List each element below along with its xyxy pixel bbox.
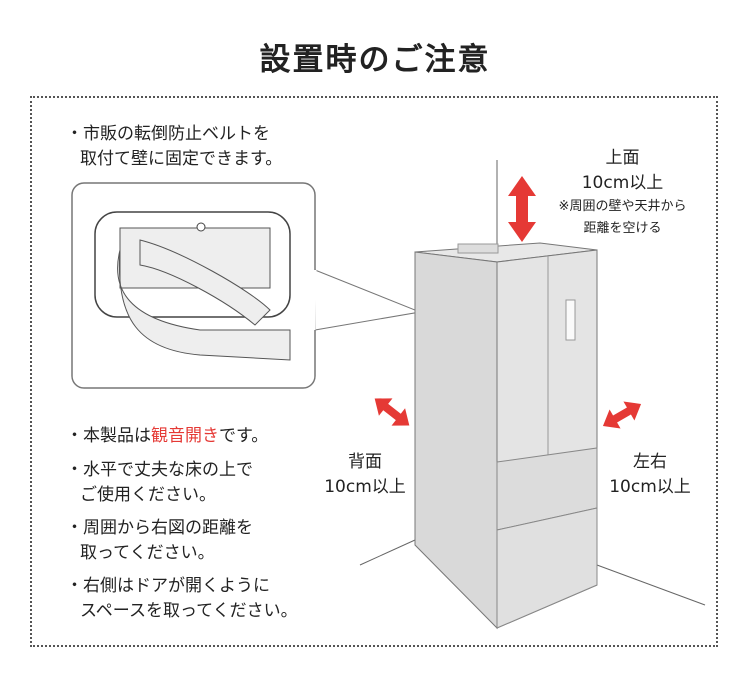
note-belt-line2: 取付て壁に固定できます。 bbox=[80, 149, 283, 169]
note-floor-line1: ・水平で丈夫な床の上で bbox=[66, 460, 253, 480]
clearance-top-note1: ※周囲の壁や天井から bbox=[558, 199, 687, 214]
fridge-side bbox=[414, 251, 498, 630]
clearance-sides-label: 左右 bbox=[633, 452, 667, 472]
note-door: ・本製品は観音開きです。 bbox=[66, 424, 268, 449]
floor-line-right bbox=[596, 564, 706, 606]
note-floor: ・水平で丈夫な床の上で ご使用ください。 bbox=[66, 458, 253, 508]
screw-icon bbox=[196, 222, 206, 232]
note-right-line1: ・右側はドアが開くように bbox=[66, 576, 270, 596]
belt-strap-upper bbox=[139, 239, 271, 326]
note-right: ・右側はドアが開くように スペースを取ってください。 bbox=[66, 574, 298, 624]
clearance-top-note2: 距離を空ける bbox=[583, 221, 662, 236]
note-floor-line2: ご使用ください。 bbox=[80, 485, 216, 505]
callout-pointer bbox=[314, 269, 422, 331]
clearance-back-value: 10cm以上 bbox=[324, 477, 406, 497]
arrow-back-icon bbox=[374, 398, 410, 426]
floor-line-left bbox=[359, 539, 416, 566]
drawer-2 bbox=[496, 507, 598, 629]
note-belt-line1: ・市販の転倒防止ベルトを bbox=[66, 124, 270, 144]
dotted-frame bbox=[30, 96, 718, 647]
note-distance: ・周囲から右図の距離を 取ってください。 bbox=[66, 516, 253, 566]
fridge-top-part bbox=[457, 243, 499, 254]
note-right-line2: スペースを取ってください。 bbox=[80, 601, 298, 621]
clearance-top-value: 10cm以上 bbox=[581, 173, 664, 193]
note-door-suffix: です。 bbox=[219, 426, 269, 446]
control-panel bbox=[565, 299, 576, 341]
note-distance-line1: ・周囲から右図の距離を bbox=[66, 518, 253, 538]
clearance-sides: 左右 10cm以上 bbox=[600, 450, 700, 500]
belt-strap-lower bbox=[117, 249, 291, 361]
page-title: 設置時のご注意 bbox=[259, 42, 491, 78]
note-door-prefix: ・本製品は bbox=[66, 426, 151, 446]
arrow-top-icon bbox=[508, 176, 536, 242]
note-door-highlight: 観音開き bbox=[151, 426, 219, 446]
clearance-sides-value: 10cm以上 bbox=[609, 477, 691, 497]
note-distance-line2: 取ってください。 bbox=[80, 543, 215, 563]
clearance-top-label: 上面 bbox=[605, 148, 640, 168]
clearance-back: 背面 10cm以上 bbox=[315, 450, 415, 500]
clearance-top: 上面 10cm以上 ※周囲の壁や天井から 距離を空ける bbox=[540, 146, 705, 240]
note-belt: ・市販の転倒防止ベルトを 取付て壁に固定できます。 bbox=[66, 122, 282, 172]
arrow-side-icon bbox=[602, 401, 642, 429]
clearance-back-label: 背面 bbox=[348, 452, 382, 472]
